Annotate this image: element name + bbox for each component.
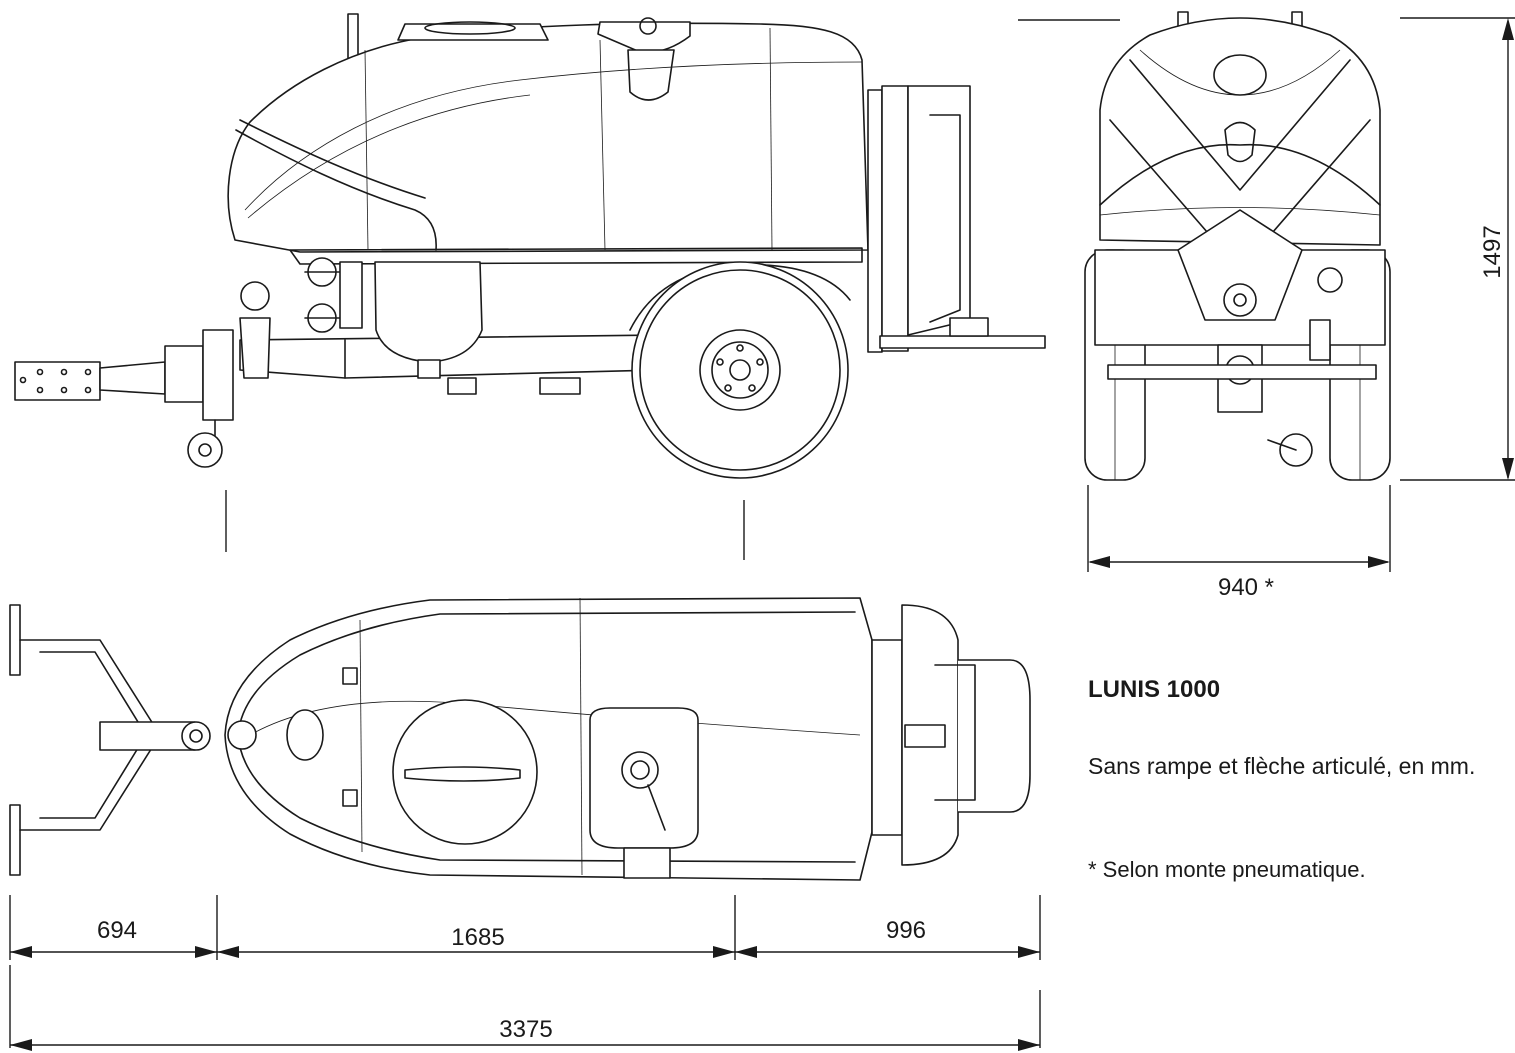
dimensions: 1497 940 * 694 1685 996 3375 xyxy=(9,17,1515,1051)
tank-dimension: 1685 xyxy=(451,924,504,951)
description: Sans rampe et flèche articulé, en mm. xyxy=(1088,753,1476,779)
model-title: LUNIS 1000 xyxy=(1088,676,1221,703)
rear-dimension: 996 xyxy=(886,917,926,944)
total-length-dimension: 3375 xyxy=(499,1016,552,1043)
width-dimension: 940 * xyxy=(1218,574,1274,601)
top-view xyxy=(9,597,1031,881)
tire-note: * Selon monte pneumatique. xyxy=(1088,857,1366,882)
drawbar-dimension: 694 xyxy=(97,917,137,944)
rear-view xyxy=(1084,11,1391,481)
height-dimension: 1497 xyxy=(1479,225,1506,278)
side-view xyxy=(14,13,1046,479)
